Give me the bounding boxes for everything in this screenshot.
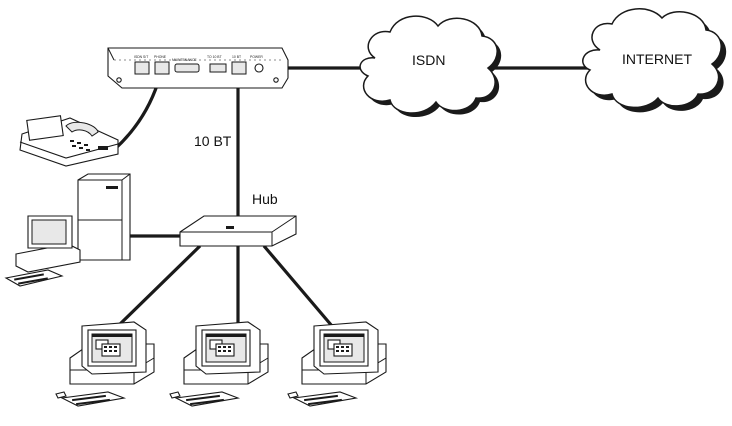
router-port-phone-label: PHONE: [154, 55, 167, 59]
isdn-cloud: ISDN: [359, 15, 502, 118]
isdn-label: ISDN: [412, 52, 445, 68]
workstation-1: [55, 321, 155, 407]
telephone: [19, 115, 119, 167]
isdn-router: ISDN S/T PHONE MAINTENANCE TO 10 BT 10 B…: [107, 47, 289, 89]
router-port-10bt-label: 10 BT: [232, 55, 241, 59]
router-port-maintenance-label: MAINTENANCE: [172, 58, 197, 62]
10bt-link-label: 10 BT: [194, 133, 232, 149]
workstation-3: [287, 321, 387, 407]
router-port-isdn-label: ISDN S/T: [134, 55, 148, 59]
ethernet-hub: [179, 215, 297, 247]
hub-label: Hub: [252, 191, 278, 207]
connections: [114, 66, 594, 328]
workstation-2: [169, 321, 269, 407]
desktop-pc: [4, 173, 131, 287]
hub-workstation-1-link: [116, 244, 202, 328]
router-port-to-label: TO 10 BT: [207, 55, 222, 59]
hub-workstation-3-link: [262, 244, 334, 328]
router-port-power-label: POWER: [250, 55, 263, 59]
internet-label: INTERNET: [622, 51, 692, 67]
internet-cloud: INTERNET: [582, 8, 727, 113]
